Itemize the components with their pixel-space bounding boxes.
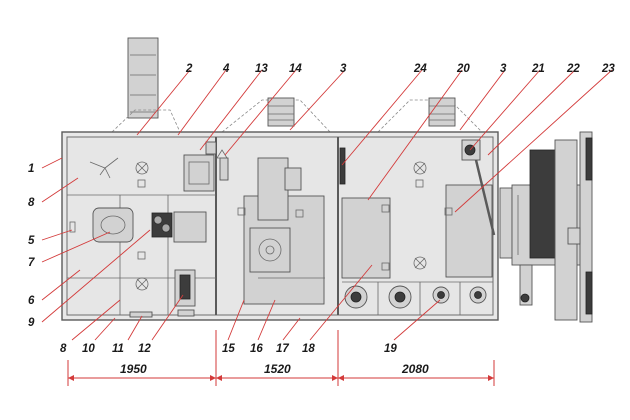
callout-17: 17 (276, 343, 289, 355)
roof-ladder (127, 37, 159, 119)
dimension-left: 1950 (120, 362, 147, 376)
callout-18: 18 (302, 343, 315, 355)
callout-2: 2 (185, 63, 193, 75)
callout-19: 19 (384, 343, 397, 355)
middle-compartment (183, 141, 325, 305)
dimension-middle: 1520 (264, 362, 291, 376)
callout-8a: 8 (28, 197, 35, 209)
callout-11: 11 (112, 343, 124, 355)
callout-7: 7 (28, 257, 35, 269)
callout-1: 1 (28, 163, 34, 175)
right-compartment (339, 139, 496, 315)
callout-14: 14 (289, 63, 302, 75)
callout-22: 22 (566, 63, 580, 75)
callout-20: 20 (456, 63, 470, 75)
callout-8b: 8 (60, 343, 67, 355)
callout-21: 21 (531, 63, 545, 75)
callout-13: 13 (255, 63, 268, 75)
callout-16: 16 (250, 343, 263, 355)
callout-23: 23 (601, 63, 615, 75)
callout-4: 4 (222, 63, 230, 75)
roof-hatch-outlines (111, 97, 483, 133)
external-manipulator-unit (499, 131, 593, 323)
dimension-right: 2080 (401, 362, 429, 376)
callout-6: 6 (28, 295, 35, 307)
dimension-lines: 1950 1520 2080 (67, 330, 495, 386)
callout-leaders (41, 69, 613, 341)
callout-9: 9 (28, 317, 35, 329)
callout-15: 15 (222, 343, 235, 355)
callout-3a: 3 (340, 63, 347, 75)
left-compartment (67, 157, 216, 318)
callout-3b: 3 (500, 63, 507, 75)
callout-labels: 1 2 3 3 4 5 6 7 8 8 9 10 11 12 13 14 15 … (28, 63, 615, 355)
callout-24: 24 (413, 63, 427, 75)
callout-10: 10 (82, 343, 95, 355)
callout-5: 5 (28, 235, 35, 247)
callout-12: 12 (138, 343, 151, 355)
